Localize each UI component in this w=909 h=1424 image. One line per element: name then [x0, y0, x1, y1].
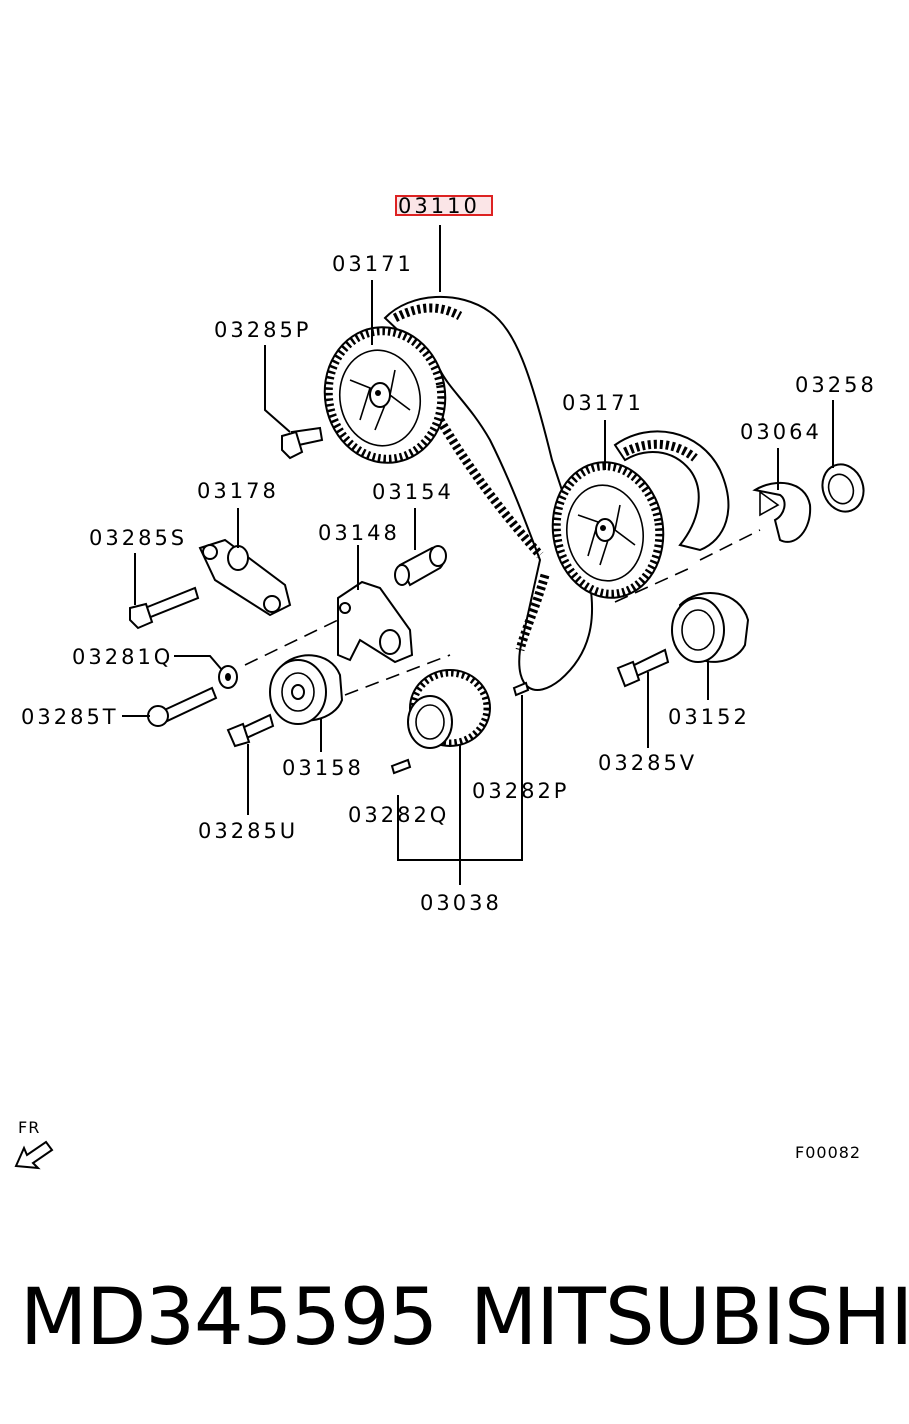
label-seal[interactable]: 03258: [795, 373, 877, 397]
label-arm[interactable]: 03148: [318, 521, 400, 545]
bolt-03285u: [226, 713, 275, 748]
label-tensioner[interactable]: 03178: [197, 479, 279, 503]
label-washer[interactable]: 03281Q: [72, 645, 173, 669]
label-idler[interactable]: 03152: [668, 705, 750, 729]
direction-label: FR: [18, 1118, 40, 1137]
label-bolt-u[interactable]: 03285U: [198, 819, 298, 843]
auto-tensioner: [198, 538, 292, 617]
sleeve: [394, 545, 447, 587]
label-sprocket-top[interactable]: 03171: [332, 252, 414, 276]
highlighted-part-label[interactable]: 03110: [395, 194, 493, 218]
label-pulley-tensioner[interactable]: 03158: [282, 756, 364, 780]
label-key-p[interactable]: 03282P: [472, 779, 569, 803]
part-number: MD345595: [20, 1273, 438, 1363]
oil-seal: [821, 463, 865, 513]
label-plate[interactable]: 03064: [740, 420, 822, 444]
key-03282q: [390, 758, 412, 775]
front-arrow-icon: [14, 1140, 54, 1170]
part-caption: MD345595 MITSUBISHI: [0, 1268, 909, 1368]
front-direction-indicator: FR: [14, 1118, 54, 1170]
label-crank-sprocket[interactable]: 03038: [420, 891, 502, 915]
bolt-03285s: [129, 586, 200, 630]
label-sleeve[interactable]: 03154: [372, 480, 454, 504]
label-bolt-p[interactable]: 03285P: [214, 318, 311, 342]
camshaft-sprocket-right: [551, 461, 665, 599]
bolt-03285p: [281, 426, 324, 460]
label-bolt-v[interactable]: 03285V: [598, 751, 697, 775]
label-03110[interactable]: 03110: [398, 194, 480, 218]
bolt-03285t: [147, 686, 218, 727]
sensor-plate: [752, 482, 812, 543]
timing-belt: [383, 296, 730, 691]
leader-lines: [122, 225, 834, 885]
washer-03281q: [218, 665, 238, 689]
tensioner-pulley: [269, 654, 344, 725]
axis-lines: [244, 529, 761, 696]
crankshaft-sprocket: [407, 669, 491, 749]
label-bolt-t[interactable]: 03285T: [21, 705, 119, 729]
tensioner-arm: [337, 580, 414, 664]
label-sprocket-right[interactable]: 03171: [562, 391, 644, 415]
key-03282p: [512, 681, 530, 697]
idler-pulley: [671, 592, 750, 663]
bolt-03285v: [616, 648, 670, 688]
camshaft-sprocket-top: [323, 326, 447, 464]
label-bolt-s[interactable]: 03285S: [89, 526, 187, 550]
figure-code: F00082: [795, 1143, 861, 1162]
label-key-q[interactable]: 03282Q: [348, 803, 449, 827]
brand-name: MITSUBISHI: [470, 1273, 909, 1363]
